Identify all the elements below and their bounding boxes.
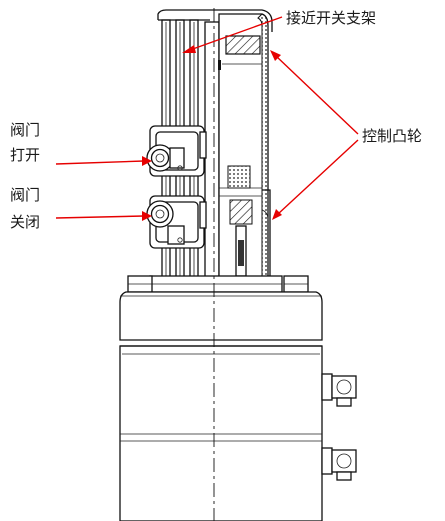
cylinder [119, 345, 323, 521]
arrow-valve-open [55, 156, 152, 166]
arrow-cam-upper [270, 50, 359, 135]
label-proximity-switch-bracket: 接近开关支架 [286, 9, 376, 27]
label-valve-open-line1: 阀门 [10, 121, 40, 139]
label-valve-close-line1: 阀门 [10, 186, 40, 204]
label-valve-close-line2: 关闭 [10, 213, 40, 231]
arrow-bracket [182, 16, 283, 53]
air-fitting-lower [321, 447, 357, 481]
arrow-valve-close [55, 211, 152, 221]
actuator-body [119, 8, 357, 521]
label-control-cam: 控制凸轮 [362, 127, 422, 145]
hatched-block [225, 35, 261, 55]
switch-open [146, 125, 207, 177]
switch-close [146, 195, 207, 249]
label-valve-open-line2: 打开 [10, 146, 40, 164]
air-fitting-upper [321, 373, 357, 407]
top-plate [119, 291, 323, 341]
bracket-assembly [149, 9, 283, 293]
arrow-cam-lower [272, 139, 359, 220]
shaft [204, 21, 220, 289]
